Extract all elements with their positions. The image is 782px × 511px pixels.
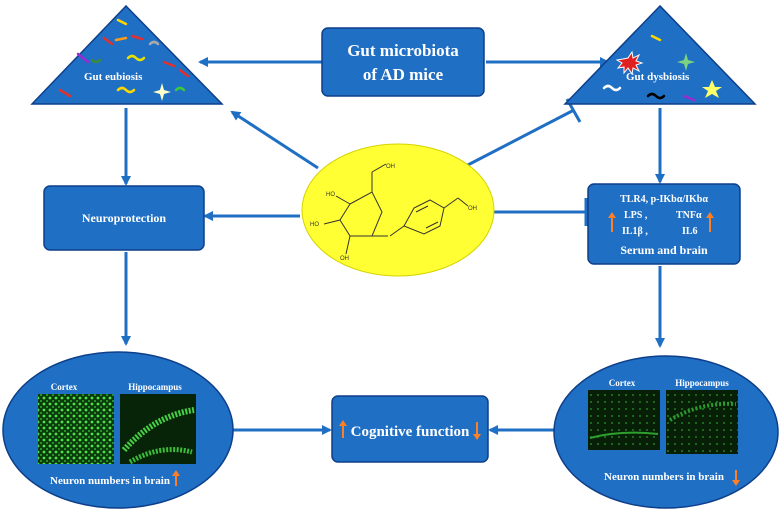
connectors (121, 57, 665, 435)
serum-brain-label: Serum and brain (620, 243, 708, 257)
right-neuron-ellipse: Cortex Hippocampus Neuron numbers in bra… (553, 355, 779, 509)
up-arrow-icon (608, 212, 714, 232)
hippocampus-band (128, 447, 193, 465)
sparkle-icon (153, 83, 171, 101)
cortex-label: Cortex (51, 382, 78, 392)
oh-label: HO (326, 192, 335, 198)
neuron-numbers-caption: Neuron numbers in brain (604, 471, 724, 483)
cortex-micrograph (38, 394, 114, 464)
gut-microbiota-line2: of AD mice (363, 65, 444, 84)
hippocampus-label: Hippocampus (128, 382, 182, 392)
cortex-label: Cortex (609, 378, 636, 388)
gut-eubiosis-triangle: Gut eubiosis (30, 4, 224, 105)
lps-label: LPS , (624, 210, 648, 221)
up-arrow-icon (339, 420, 347, 438)
down-arrow-icon (473, 422, 481, 440)
bacteria-icon (602, 34, 696, 102)
star-icon (702, 80, 722, 98)
il6-label: IL6 (682, 226, 698, 237)
compound-ellipse: OH HO HO OH OH (301, 143, 495, 277)
left-neuron-ellipse: Cortex Hippocampus Neuron numbers in bra… (2, 351, 234, 509)
up-arrow-icon (172, 470, 180, 486)
oh-label: HO (310, 222, 319, 228)
hippocampus-label: Hippocampus (675, 378, 729, 388)
neuroprotection-box: Neuroprotection (43, 185, 205, 251)
oh-label: OH (340, 256, 349, 262)
inhibit-molecule-to-dysbiosis (461, 108, 575, 170)
hippocampus-micrograph (666, 390, 738, 454)
down-arrow-icon (732, 470, 740, 486)
sparkle-icon (677, 53, 695, 71)
cognitive-function-label: Cognitive function (351, 424, 470, 440)
il1b-label: IL1β , (622, 226, 648, 237)
tlr4-label: TLR4, p-IKbα/IKbα (620, 194, 708, 205)
gut-microbiota-line1: Gut microbiota (347, 41, 459, 60)
cortex-band (589, 431, 659, 439)
hippocampus-band (121, 407, 195, 452)
neuron-numbers-caption: Neuron numbers in brain (50, 475, 170, 487)
serum-brain-box: TLR4, p-IKbα/IKbα LPS , TNFα IL1β , IL6 … (587, 183, 741, 265)
neuroprotection-label: Neuroprotection (82, 211, 167, 225)
cognitive-function-box: Cognitive function (331, 395, 489, 463)
oh-label: OH (386, 164, 395, 170)
tnf-label: TNFα (676, 210, 702, 221)
molecule-structure (323, 163, 469, 255)
burst-icon (615, 50, 644, 76)
cortex-micrograph (588, 390, 660, 450)
gut-dysbiosis-triangle: Gut dysbiosis (563, 4, 757, 105)
oh-label: OH (468, 206, 477, 212)
hippocampus-micrograph (120, 394, 196, 464)
bacteria-icon (58, 18, 190, 98)
gut-microbiota-box: Gut microbiota of AD mice (321, 27, 485, 97)
arrow-molecule-to-eubiosis (230, 110, 319, 170)
gut-dysbiosis-label: Gut dysbiosis (626, 71, 690, 83)
gut-eubiosis-label: Gut eubiosis (84, 71, 143, 83)
